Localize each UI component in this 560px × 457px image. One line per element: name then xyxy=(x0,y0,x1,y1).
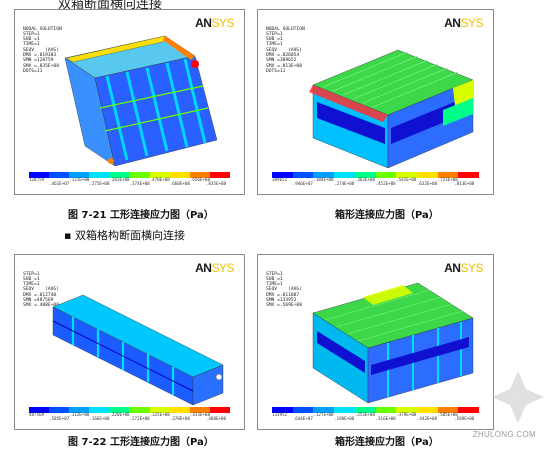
color-legend-bar xyxy=(272,172,480,178)
legend-ticks-top: 128759.121E+08.203E+08.470E+08.656E+08 xyxy=(29,177,210,182)
ansys-logo: ANSYS xyxy=(195,261,234,275)
figure-caption-7-22: 图 7-22 工形连接应力图（Pa） xyxy=(68,437,214,448)
legend-ticks-top: 389652.184E+08.362E+08.542E+08.723E+08 xyxy=(272,177,458,182)
figure-caption-box-2: 箱形连接应力图（Pa） xyxy=(335,437,439,448)
ansys-logo: ANSYS xyxy=(195,16,234,30)
figure-caption-7-21: 图 7-21 工形连接应力图（Pa） xyxy=(68,210,214,221)
color-legend-bar xyxy=(29,407,230,413)
box-section-stress-model xyxy=(309,49,474,169)
legend-ticks-top: 133952.127E+08.253E+08.379E+08.505E+08 xyxy=(272,412,458,417)
ansys-logo: ANSYS xyxy=(444,261,483,275)
legend-ticks-bottom: .644E+07.190E+08.316E+08.442E+08.569E+08 xyxy=(292,416,475,421)
figure-caption-box-1: 箱形连接应力图（Pa） xyxy=(335,210,439,221)
i-section-lattice-stress-model xyxy=(52,294,224,406)
box-section-lattice-stress-model xyxy=(312,282,474,404)
ansys-logo: ANSYS xyxy=(444,16,483,30)
legend-ticks-bottom: .585E+07.166E+08.272E+08.378E+08.488E+08 xyxy=(49,416,227,421)
color-legend-bar xyxy=(29,172,230,178)
legend-ticks-bottom: .461E+07.275E+08.374E+08.660E+08.835E+08 xyxy=(49,181,227,186)
legend-ticks-top: 487569.112E+08.220E+08.325E+08.433E+08 xyxy=(29,412,210,417)
color-legend-bar xyxy=(272,407,480,413)
watermark-logo xyxy=(492,371,544,423)
section-heading: ▪ 双箱格构断面横向连接 xyxy=(64,229,185,242)
legend-ticks-bottom: .946E+07.274E+08.452E+08.632E+08.813E+08 xyxy=(292,181,475,186)
i-section-stress-model xyxy=(64,35,218,167)
watermark-text: ZHULONG.COM xyxy=(472,430,536,439)
